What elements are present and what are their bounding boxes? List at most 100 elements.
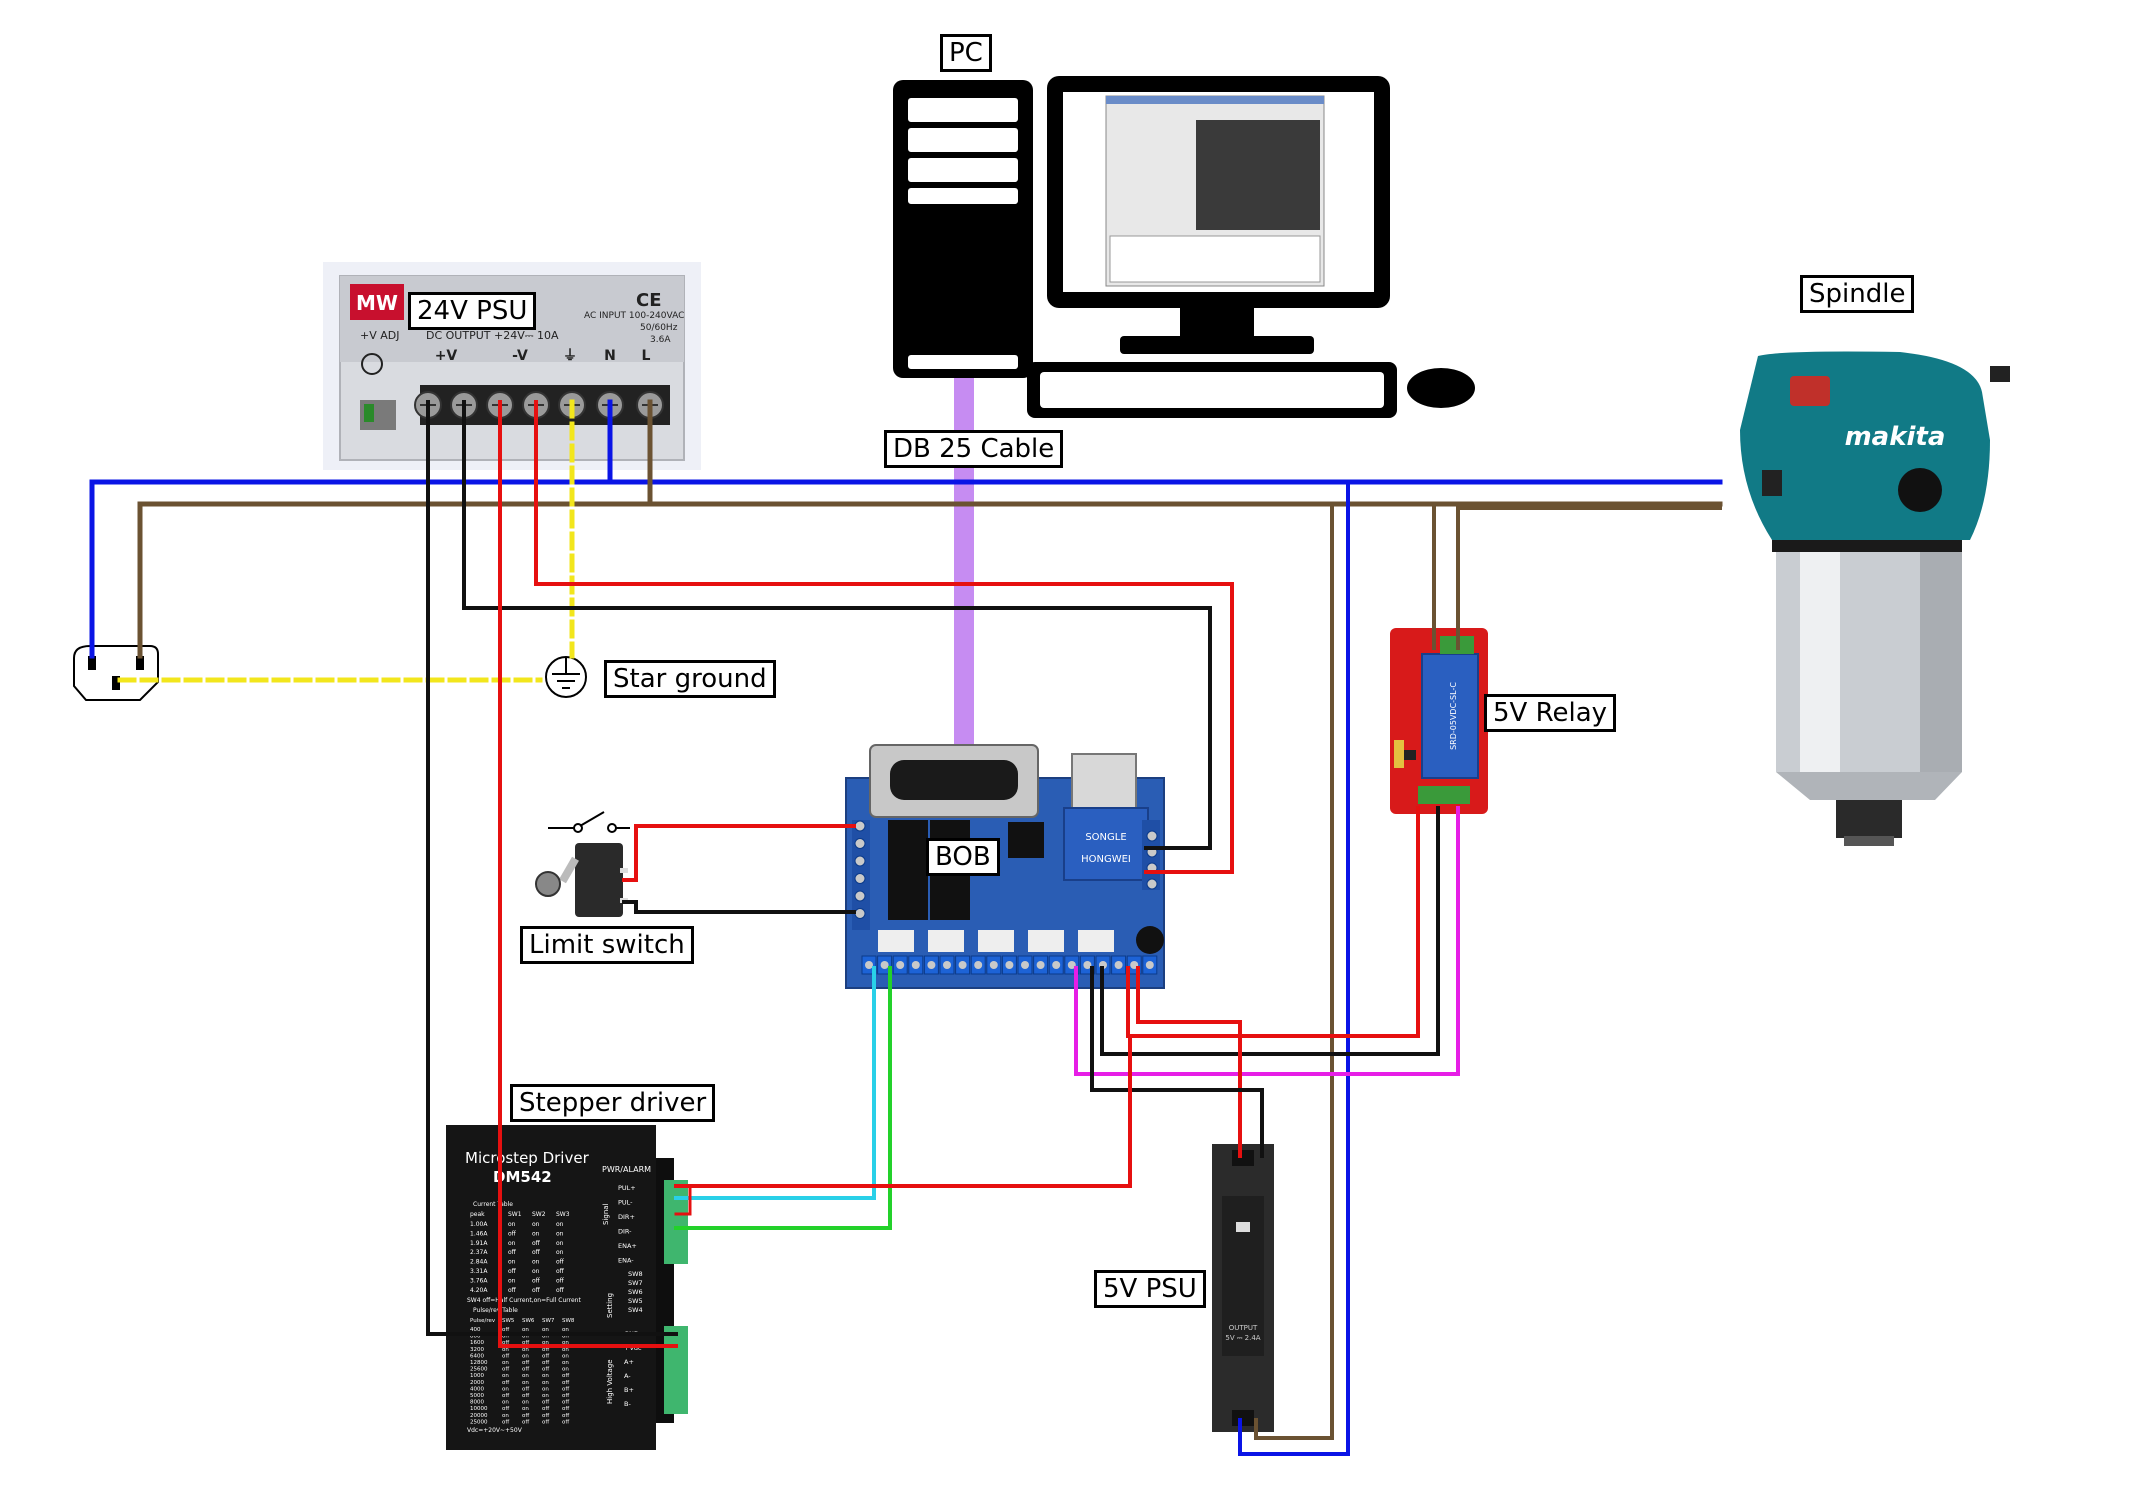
wire-bob-driver-dir [674,966,892,1230]
svg-text:3.6A: 3.6A [650,335,671,345]
pulse-cell: off [562,1393,569,1399]
pulse-cell: on [502,1334,509,1340]
pulse-cell: on [542,1380,549,1386]
current-cell: off [508,1268,517,1275]
bob-screw [989,961,998,969]
current-cell: 1.91A [470,1240,488,1247]
current-cell: on [556,1240,564,1247]
psu24-terminal-labels: +V -V ⏚ N L [435,348,651,364]
bob-screw [896,961,905,969]
bob-screw [1021,961,1029,969]
driver-signal-pin-label: PUL+ [618,1184,636,1192]
relay-module: SRD-05VDC-SL-C [1390,628,1488,814]
pc-tower [893,80,1033,378]
driver-power-pin-label: A- [624,1372,631,1380]
current-header-cell: SW2 [532,1211,546,1218]
pulse-cell: off [542,1406,549,1412]
current-cell: 3.31A [470,1268,488,1275]
wire-bob-driver-pulse [674,966,876,1200]
pulse-cell: off [502,1327,509,1333]
pulse-header-cell: SW8 [562,1318,575,1324]
pulse-cell: on [542,1327,549,1333]
svg-text:Signal: Signal [602,1203,610,1225]
wire-driver-jumper-red [674,1184,692,1216]
current-cell: off [556,1287,565,1294]
current-cell: on [532,1259,540,1266]
label-spindle: Spindle [1800,275,1915,313]
svg-text:DM542: DM542 [493,1168,552,1186]
bob-board: SONGLE HONGWEI [845,744,1165,989]
bob-screw [1145,961,1154,969]
pulse-cell: off [562,1406,569,1412]
psu24-logo [350,284,404,320]
pulse-cell: off [562,1400,569,1406]
current-cell: on [532,1221,540,1228]
driver-signal-pin-label: ENA+ [618,1242,637,1250]
driver-signal-pin-label: PUL- [618,1199,633,1207]
current-cell: on [556,1230,564,1237]
pulse-cell: 2000 [470,1380,484,1386]
bob-screw [865,961,873,969]
bob-screw [1052,961,1061,969]
pulse-cell: on [522,1373,529,1379]
db25-cable [954,350,974,770]
current-header-cell: SW3 [556,1211,570,1218]
wire-limit-red [622,824,856,882]
svg-text:-V: -V [512,348,528,364]
bob-terminal-right [1146,830,1158,890]
bob-screw [1083,961,1092,969]
current-cell: 1.00A [470,1221,488,1228]
driver-signal-pins: PUL+PUL-DIR+DIR-ENA+ENA- [618,1184,637,1265]
wire-psu5-live [1254,502,1334,1440]
svg-text:SONGLE: SONGLE [1085,832,1126,843]
pulse-cell: off [542,1419,549,1425]
pulse-cell: off [502,1367,509,1373]
svg-text:MW: MW [356,291,398,315]
driver-signal-pin-label: DIR- [618,1228,632,1236]
pulse-cell: on [502,1360,509,1366]
pulse-cell: off [502,1380,509,1386]
pulse-cell: on [562,1327,569,1333]
pulse-header-cell: SW6 [522,1318,535,1324]
pulse-cell: off [522,1413,529,1419]
current-cell: on [508,1240,516,1247]
pc-mouse [1407,368,1475,408]
pulse-cell: on [522,1347,529,1353]
pulse-cell: off [502,1340,509,1346]
driver-signal-pin-label: ENA- [618,1257,634,1265]
svg-text:PWR/ALARM: PWR/ALARM [602,1165,651,1174]
pulse-cell: on [522,1380,529,1386]
driver-power-terminal [664,1326,688,1414]
current-cell: off [508,1249,517,1256]
bob-terminal-row [861,955,1158,975]
svg-text:makita: makita [1845,422,1946,452]
label-pc: PC [940,34,992,72]
bob-left-screw [854,908,866,919]
current-cell: 3.76A [470,1277,488,1284]
current-cell: 2.84A [470,1259,488,1266]
pulse-cell: 4000 [470,1386,484,1392]
wire-psu24-pos-bob [534,400,1234,874]
psu5-unit: OUTPUT 5V ⎓ 2.4A [1212,1144,1274,1432]
wire-bob-5v [1136,966,1242,1158]
pulse-cell: off [502,1353,509,1359]
pulse-cell: on [542,1393,549,1399]
svg-text:HONGWEI: HONGWEI [1081,854,1131,865]
ac-inlet [73,645,159,701]
bob-left-screw [854,838,866,849]
svg-text:DC OUTPUT +24V⎓ 10A: DC OUTPUT +24V⎓ 10A [426,329,559,342]
pulse-header-cell: SW5 [502,1318,515,1324]
star-ground-symbol [545,656,587,698]
svg-text:Setting: Setting [606,1293,614,1318]
spindle-router: makita [1740,351,2010,846]
pulse-cell: off [522,1367,529,1373]
bob-screw [911,961,920,969]
pulse-cell: off [562,1373,569,1379]
pulse-cell: off [502,1393,509,1399]
current-cell: on [532,1268,540,1275]
bob-screw [1067,961,1076,969]
pulse-cell: off [562,1413,569,1419]
driver-sw-pin-label: SW5 [628,1297,643,1305]
